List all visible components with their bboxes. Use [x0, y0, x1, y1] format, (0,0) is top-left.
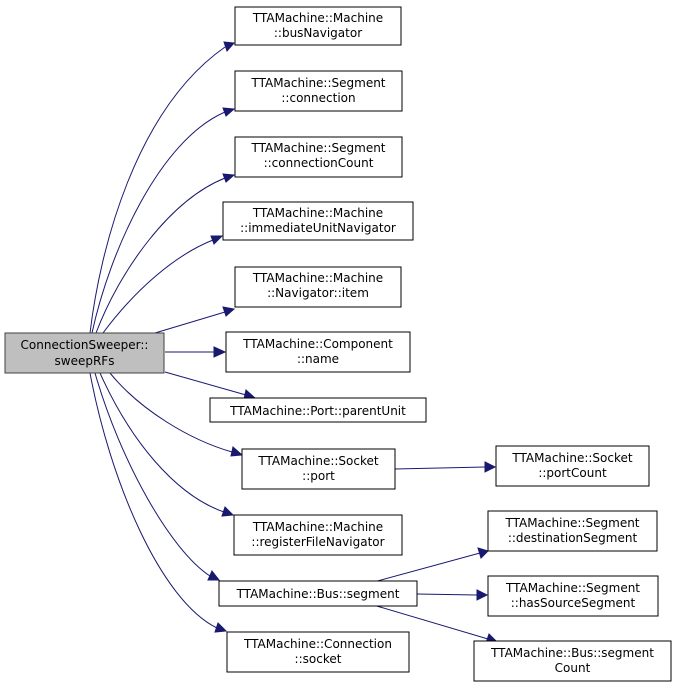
arrowhead-hasSourceSegment [476, 589, 489, 601]
arrowhead-immediateUnitNavigator [210, 235, 224, 245]
edge-root-registerFileNavigator [99, 372, 225, 513]
node-socket-port[interactable]: TTAMachine::Socket ::port [241, 448, 396, 490]
node-busNavigator-line1: TTAMachine::Machine [252, 11, 383, 25]
edge-socketPort-portCount [394, 466, 486, 470]
node-port-parentUnit[interactable]: TTAMachine::Port::parentUnit [209, 397, 427, 423]
node-socket-portCount-line1: TTAMachine::Socket [511, 451, 633, 465]
edge-root-busNavigator [89, 46, 226, 334]
arrowhead-busSegment [207, 570, 221, 581]
node-connection-socket-line2: ::socket [295, 652, 342, 666]
edge-busSegment-segmentCount [369, 603, 489, 640]
node-bus-segment[interactable]: TTAMachine::Bus::segment [218, 580, 418, 607]
node-segment-hasSourceSegment-line1: TTAMachine::Segment [505, 581, 640, 595]
node-immediateUnitNavigator-line2: ::immediateUnitNavigator [240, 221, 396, 235]
node-navigator-item-line2: ::Navigator::item [267, 286, 369, 300]
node-socket-port-line1: TTAMachine::Socket [257, 454, 379, 468]
arrowhead-navigatorItem [222, 306, 236, 317]
arrowhead-connectionCount [222, 173, 236, 183]
node-port-parentUnit-line1: TTAMachine::Port::parentUnit [229, 404, 406, 418]
node-root-line1: ConnectionSweeper:: [21, 338, 149, 352]
node-segment-connectionCount-line2: ::connectionCount [264, 156, 374, 170]
edges-layer [89, 41, 499, 644]
node-bus-segmentCount[interactable]: TTAMachine::Bus::segment Count [473, 640, 672, 682]
node-root-line2: sweepRFs [55, 354, 115, 368]
node-segment-hasSourceSegment[interactable]: TTAMachine::Segment ::hasSourceSegment [487, 575, 659, 617]
node-component-name[interactable]: TTAMachine::Component ::name [225, 331, 411, 373]
node-navigator-item-line1: TTAMachine::Machine [252, 271, 383, 285]
node-segment-destinationSegment[interactable]: TTAMachine::Segment ::destinationSegment [487, 510, 658, 552]
node-segment-connection-line1: TTAMachine::Segment [250, 76, 385, 90]
node-component-name-line2: ::name [297, 352, 339, 366]
edge-root-connectionSocket [89, 372, 218, 629]
node-root[interactable]: ConnectionSweeper:: sweepRFs [4, 332, 165, 374]
edge-root-immediateUnitNavigator [102, 239, 214, 334]
edge-root-socketPort [109, 372, 233, 453]
node-registerFileNavigator-line1: TTAMachine::Machine [252, 520, 383, 534]
node-segment-connectionCount[interactable]: TTAMachine::Segment ::connectionCount [234, 136, 403, 178]
edge-root-connectionCount [95, 177, 226, 334]
arrowhead-destinationSegment [477, 547, 489, 559]
node-bus-segmentCount-line2: Count [555, 661, 591, 675]
nodes-layer: ConnectionSweeper:: sweepRFs TTAMachine:… [4, 6, 672, 682]
node-segment-hasSourceSegment-line2: ::hasSourceSegment [511, 596, 636, 610]
arrowhead-portCount [484, 461, 497, 473]
arrowhead-registerFileNavigator [221, 506, 235, 517]
node-component-name-line1: TTAMachine::Component [242, 337, 393, 351]
arrowhead-componentName [213, 346, 227, 358]
arrowhead-socketPort [230, 446, 244, 457]
node-immediateUnitNavigator-line1: TTAMachine::Machine [252, 206, 383, 220]
node-socket-portCount-line2: ::portCount [538, 466, 607, 480]
node-connection-socket[interactable]: TTAMachine::Connection ::socket [226, 631, 410, 673]
node-immediateUnitNavigator[interactable]: TTAMachine::Machine ::immediateUnitNavig… [222, 201, 414, 241]
edge-root-navigatorItem [154, 311, 226, 334]
node-segment-connection-line2: ::connection [281, 91, 355, 105]
node-segment-connectionCount-line1: TTAMachine::Segment [250, 141, 385, 155]
edge-root-busSegment [94, 372, 211, 577]
node-busNavigator-line2: ::busNavigator [274, 26, 362, 40]
node-busNavigator[interactable]: TTAMachine::Machine ::busNavigator [234, 6, 402, 46]
node-navigator-item[interactable]: TTAMachine::Machine ::Navigator::item [234, 266, 402, 308]
edge-root-parentUnit [164, 371, 247, 396]
node-bus-segmentCount-line1: TTAMachine::Bus::segment [490, 646, 654, 660]
arrowhead-connection [222, 107, 236, 117]
node-socket-port-line2: ::port [302, 469, 335, 483]
node-segment-destinationSegment-line2: ::destinationSegment [508, 531, 638, 545]
node-registerFileNavigator-line2: ::registerFileNavigator [251, 535, 384, 549]
node-connection-socket-line1: TTAMachine::Connection [243, 637, 392, 651]
edge-busSegment-hasSourceSegment [416, 593, 478, 596]
node-registerFileNavigator[interactable]: TTAMachine::Machine ::registerFileNaviga… [233, 514, 403, 556]
node-socket-portCount[interactable]: TTAMachine::Socket ::portCount [495, 445, 650, 487]
node-segment-destinationSegment-line1: TTAMachine::Segment [504, 516, 639, 530]
edge-root-connection [91, 111, 226, 334]
arrowhead-busNavigator [223, 41, 236, 52]
arrowhead-connectionSocket [214, 622, 228, 633]
node-bus-segment-line1: TTAMachine::Bus::segment [236, 587, 400, 601]
node-segment-connection[interactable]: TTAMachine::Segment ::connection [234, 70, 403, 112]
edge-busSegment-destinationSegment [369, 552, 481, 584]
